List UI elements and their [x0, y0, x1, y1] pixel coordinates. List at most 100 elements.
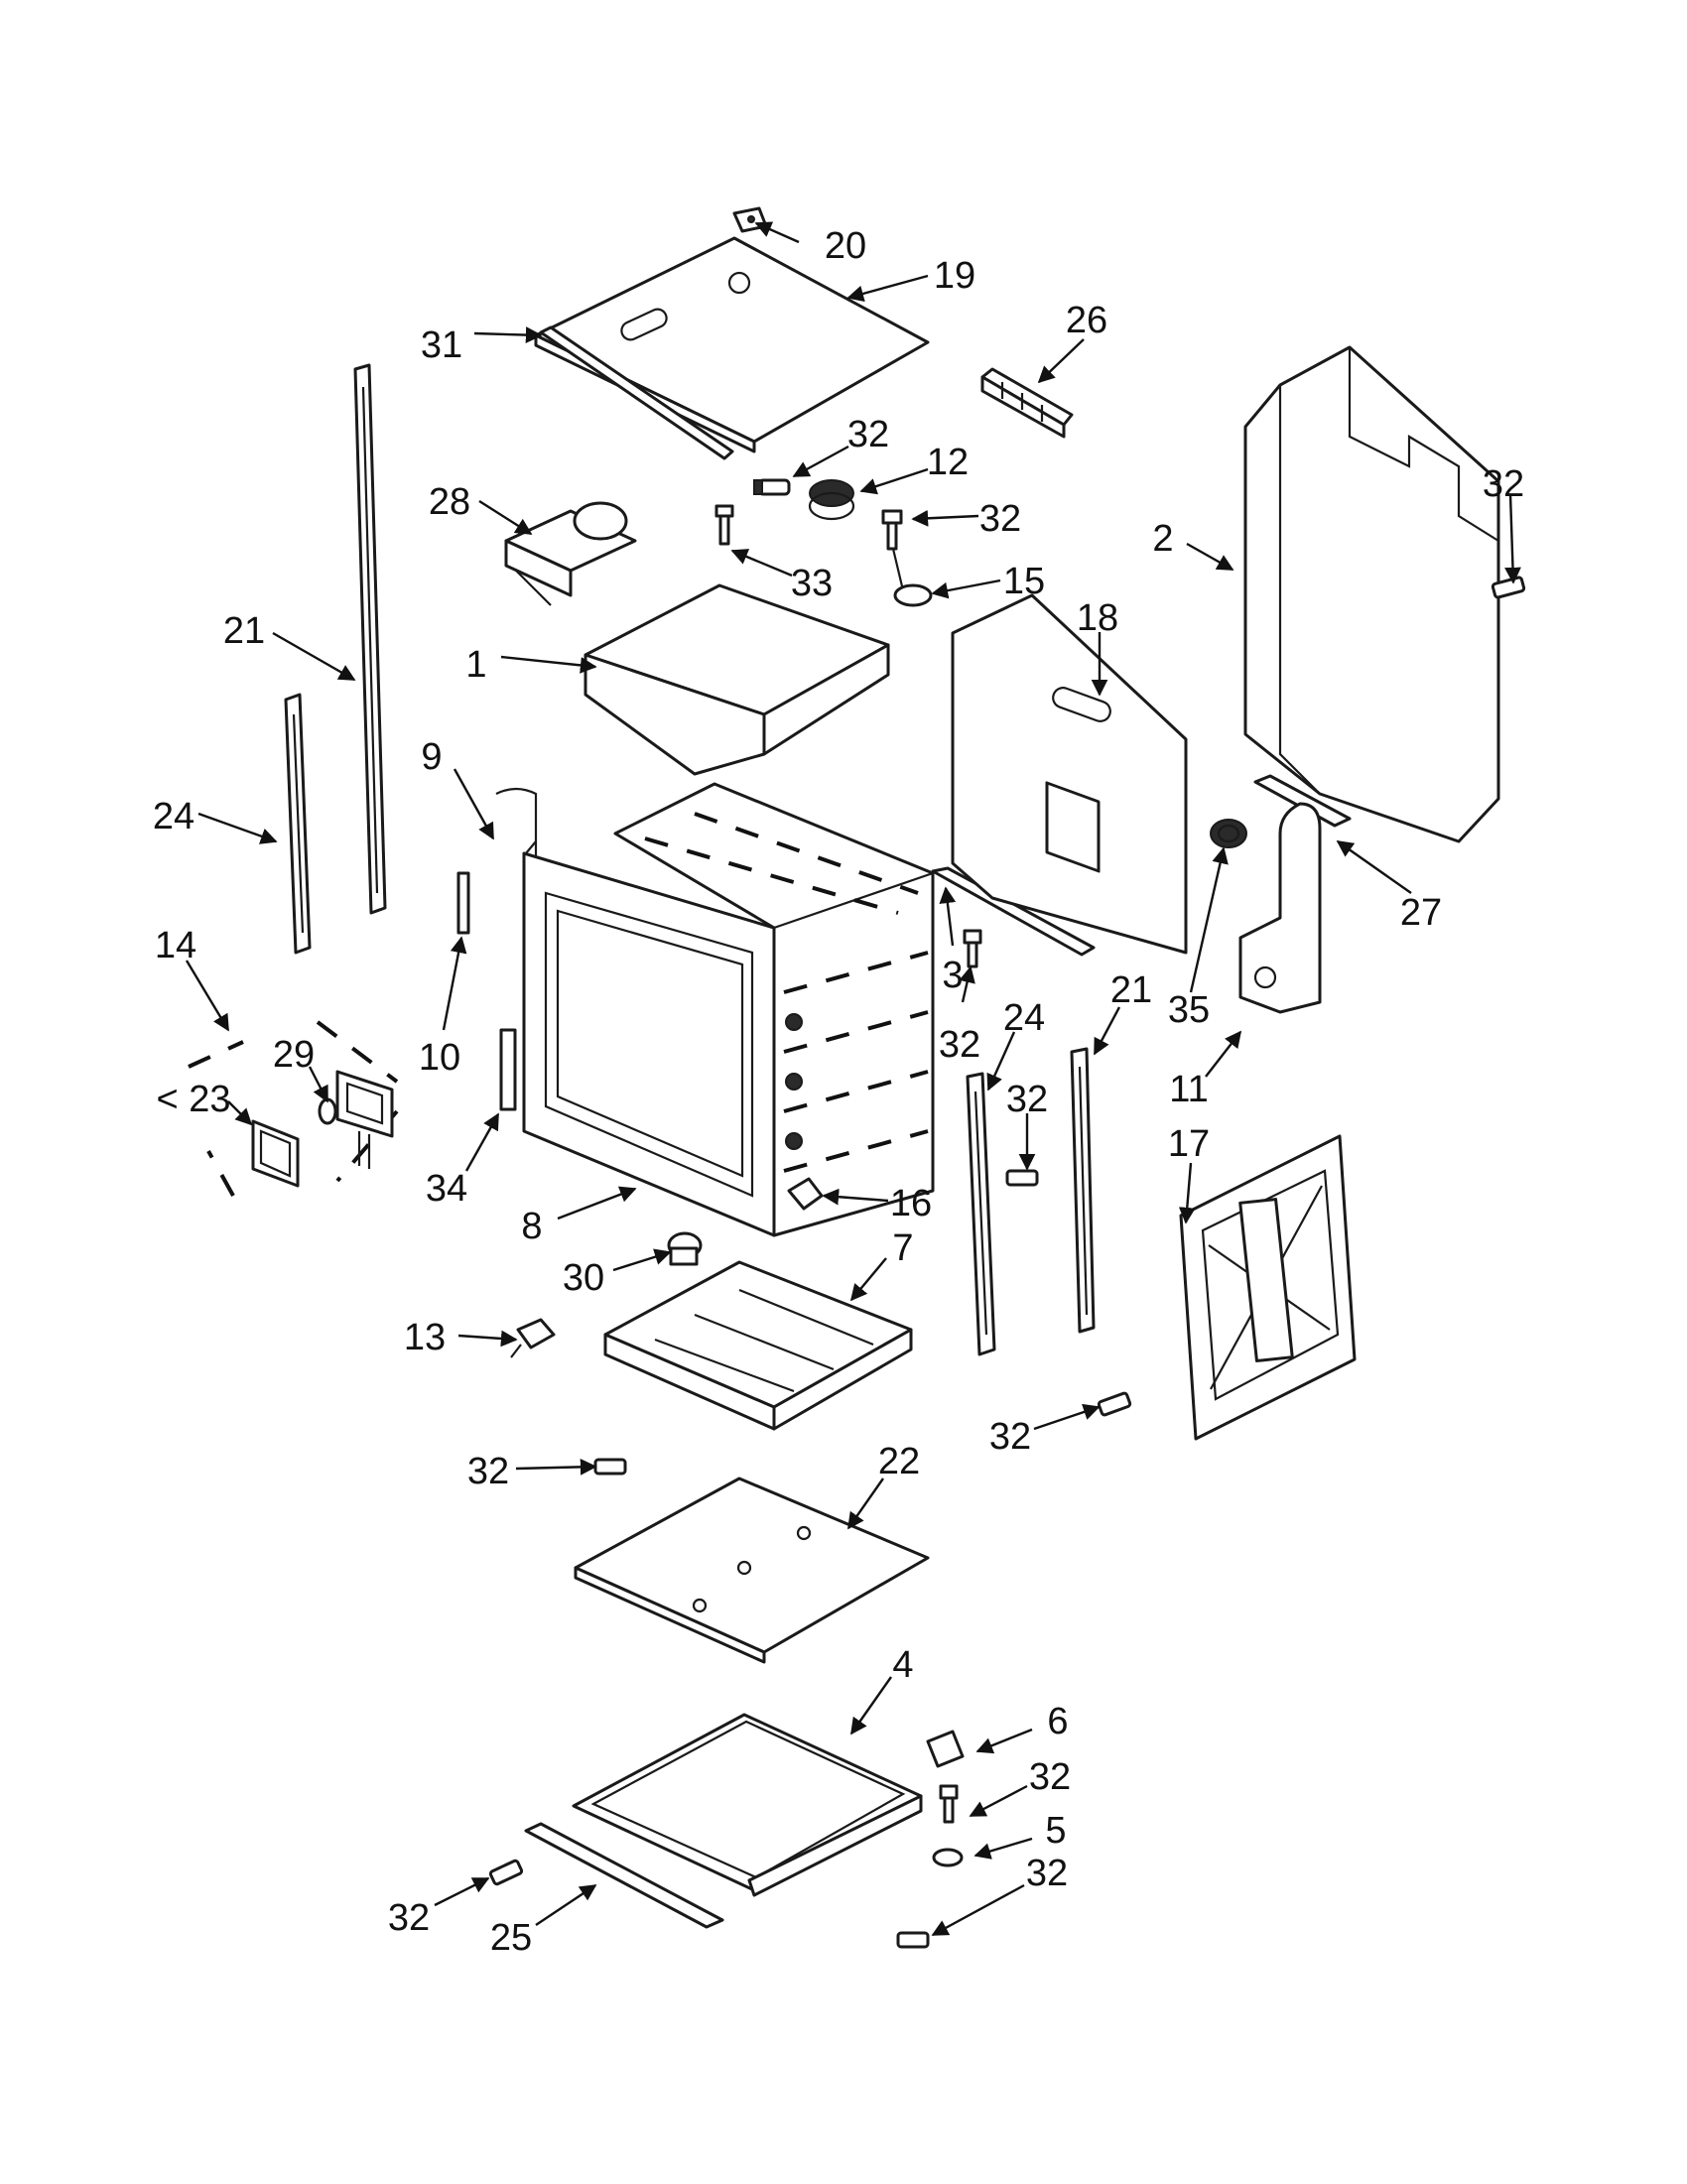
part-24-upright-left	[284, 693, 312, 955]
part-26-terminal-block	[980, 367, 1074, 439]
callout-leader-c31	[473, 326, 543, 343]
callout-label-c32g: 32	[467, 1451, 509, 1492]
callout-leader-c20	[754, 221, 800, 244]
callout-leader-c9	[453, 768, 495, 840]
callout-leader-c21	[272, 631, 356, 682]
callout-label-c3: 3	[942, 955, 963, 996]
callout-label-c5: 5	[1045, 1810, 1066, 1852]
part-25-front-rail	[524, 1822, 724, 1929]
callout-leader-c5	[973, 1837, 1033, 1860]
callout-leader-c19	[846, 274, 929, 303]
part-11-shield	[1238, 802, 1322, 1014]
callout-label-c13: 13	[404, 1317, 446, 1358]
callout-leader-c24	[197, 812, 278, 844]
part-16-clip	[787, 1177, 824, 1211]
callout-label-c24: 24	[153, 796, 195, 837]
callout-leader-c2	[1186, 542, 1234, 572]
callout-label-c29: 29	[273, 1034, 315, 1076]
callout-label-c11: 11	[1169, 1069, 1208, 1110]
callout-label-c15: 15	[1003, 561, 1045, 602]
callout-leader-c32b	[1504, 493, 1521, 584]
callout-label-c21: 21	[223, 610, 265, 652]
callout-leader-c32i	[931, 1883, 1025, 1937]
callout-label-c19: 19	[934, 255, 975, 297]
callout-leader-c32g	[515, 1458, 597, 1476]
part-7-tray	[603, 1260, 913, 1431]
callout-label-c12: 12	[927, 442, 969, 483]
callout-leader-c4	[850, 1676, 892, 1735]
callout-leader-c22	[847, 1477, 884, 1530]
part-28-motor-assembly	[504, 501, 637, 606]
callout-label-c21b: 21	[1110, 969, 1152, 1011]
callout-leader-c27	[1336, 840, 1412, 894]
callout-leader-c32	[792, 445, 849, 478]
callout-leader-c14	[185, 960, 230, 1032]
part-2-wrap-panel	[1243, 345, 1500, 843]
part-1-pan	[584, 583, 890, 776]
part-24-upright-right	[966, 1072, 996, 1356]
callout-label-c24b: 24	[1003, 997, 1045, 1039]
callout-leader-c32d	[959, 965, 975, 1003]
part-5-nut	[932, 1848, 964, 1867]
part-15-sensor	[891, 548, 933, 607]
callout-label-c33: 33	[791, 563, 833, 604]
callout-leader-c30	[612, 1248, 672, 1272]
callout-label-c32: 32	[847, 414, 889, 455]
callout-label-c10: 10	[419, 1037, 460, 1079]
callout-leader-c24b	[986, 1031, 1016, 1092]
callout-label-c32d: 32	[939, 1024, 980, 1066]
part-31-bracket	[539, 325, 734, 460]
callout-leader-c32f	[1033, 1403, 1101, 1431]
callout-label-c30: 30	[563, 1257, 604, 1299]
callout-leader-c34	[464, 1112, 500, 1172]
callout-leader-c11	[1205, 1030, 1242, 1078]
part-34-bracket	[499, 1028, 517, 1111]
part-21-upright-right	[1070, 1047, 1096, 1334]
callout-leader-c8	[557, 1186, 637, 1220]
callout-label-c26: 26	[1066, 300, 1107, 341]
callout-label-c16: 16	[890, 1183, 932, 1224]
part-20-plate	[732, 206, 768, 233]
part-12-fan	[808, 479, 855, 521]
part-32-screw-b	[881, 509, 903, 551]
part-21-upright-left	[353, 363, 387, 915]
callout-label-c32c: 32	[979, 498, 1021, 540]
callout-label-c2: 2	[1152, 518, 1173, 560]
callout-leader-c6	[975, 1728, 1033, 1754]
callout-leader-c12	[859, 467, 929, 495]
part-32-screw-j	[488, 1859, 524, 1886]
callout-leader-c32c	[911, 509, 979, 527]
callout-label-c8: 8	[521, 1206, 542, 1247]
callout-label-c27: 27	[1400, 892, 1442, 934]
callout-label-c17: 17	[1168, 1123, 1210, 1165]
callout-label-c7: 7	[892, 1227, 913, 1269]
callout-label-c4: 4	[892, 1644, 913, 1686]
part-18-back-panel	[951, 593, 1188, 955]
callout-leader-c32h	[969, 1784, 1028, 1818]
callout-label-c28: 28	[429, 481, 470, 523]
callout-leader-c17	[1178, 1162, 1196, 1224]
callout-label-c34: 34	[426, 1168, 467, 1210]
part-4-base-frame	[572, 1713, 923, 1897]
part-32-screw-e	[1005, 1169, 1039, 1187]
part-6-bracket	[926, 1730, 965, 1768]
part-32-screw-h	[939, 1784, 959, 1824]
part-22-plate	[574, 1477, 930, 1664]
callout-label-c31: 31	[421, 324, 462, 366]
callout-leader-c23	[227, 1100, 253, 1126]
callout-leader-c35	[1189, 846, 1229, 993]
callout-leader-c21b	[1093, 1006, 1121, 1056]
callout-leader-c16	[822, 1188, 889, 1206]
callout-label-c18: 18	[1077, 597, 1118, 639]
part-17-rear-frame	[1179, 1134, 1357, 1441]
part-23-bezel	[251, 1119, 300, 1188]
part-33-screw	[714, 504, 734, 546]
part-30-knob	[667, 1231, 703, 1266]
part-3-bracket	[931, 866, 1096, 957]
callout-label-c32f: 32	[989, 1416, 1031, 1458]
callout-label-c23: < 23	[156, 1079, 230, 1120]
part-32-screw-a	[753, 478, 791, 496]
